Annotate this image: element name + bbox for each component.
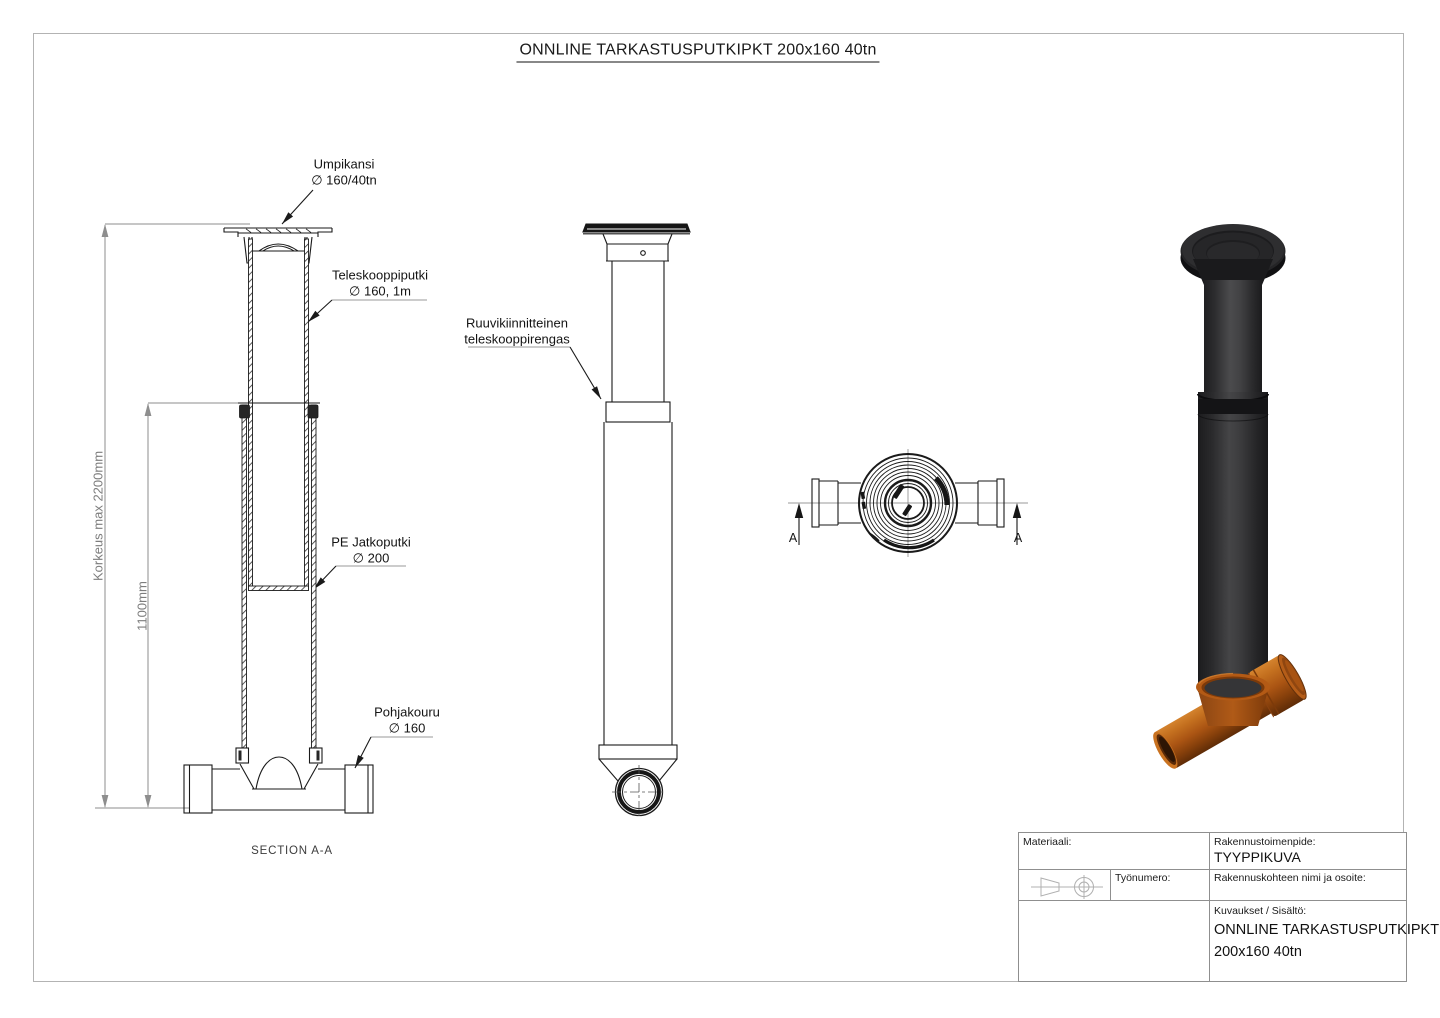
callout-pohjakouru-size: ∅ 160 — [388, 720, 426, 735]
kuvaukset-value-line1: ONNLINE TARKASTUSPUTKIPKT — [1214, 922, 1440, 938]
kuvaukset-label: Kuvaukset / Sisältö: — [1214, 905, 1307, 917]
callout-umpikansi: Umpikansi ∅ 160/40tn — [311, 157, 377, 188]
rakennustoimenpide-label: Rakennustoimenpide: — [1214, 836, 1316, 848]
rakennuskohde-label: Rakennuskohteen nimi ja osoite: — [1214, 872, 1366, 884]
callout-teleskooppiputki: Teleskooppiputki ∅ 160, 1m — [332, 268, 428, 299]
callout-umpikansi-name: Umpikansi — [313, 156, 375, 172]
callout-teleskooppirengas: Ruuvikiinnitteinen teleskooppirengas — [464, 316, 570, 347]
kuvaukset-value-line2: 200x160 40tn — [1214, 944, 1302, 960]
callout-pe-jatkoputki-size: ∅ 200 — [352, 550, 390, 565]
callout-teleskooppiputki-size: ∅ 160, 1m — [349, 283, 411, 298]
drawing-title: ONNLINE TARKASTUSPUTKIPKT 200x160 40tn — [516, 42, 880, 63]
drawing-border — [33, 33, 1404, 982]
callout-pe-jatkoputki-name: PE Jatkoputki — [331, 534, 411, 550]
callout-pohjakouru-name: Pohjakouru — [374, 704, 440, 720]
callout-teleskooppirengas-line1: Ruuvikiinnitteinen — [466, 315, 568, 331]
rakennustoimenpide-value: TYYPPIKUVA — [1214, 849, 1301, 865]
callout-teleskooppirengas-line2: teleskooppirengas — [464, 331, 570, 346]
materiaali-label: Materiaali: — [1023, 836, 1072, 848]
callout-pe-jatkoputki: PE Jatkoputki ∅ 200 — [331, 535, 411, 566]
callout-pohjakouru: Pohjakouru ∅ 160 — [374, 705, 440, 736]
title-block-divider — [1019, 869, 1406, 870]
callout-umpikansi-size: ∅ 160/40tn — [311, 172, 377, 187]
title-block: Materiaali: Rakennustoimenpide: TYYPPIKU… — [1018, 832, 1439, 982]
title-block-divider — [1209, 833, 1210, 981]
dimension-telescope-extension: 1100mm — [134, 581, 150, 631]
callout-teleskooppiputki-name: Teleskooppiputki — [331, 267, 429, 283]
dimension-max-height: Korkeus max 2200mm — [90, 450, 106, 582]
title-block-divider — [1110, 869, 1111, 900]
projection-symbol-icon — [1031, 875, 1103, 899]
cut-label-left: A — [788, 531, 798, 545]
cut-label-right: A — [1013, 531, 1023, 545]
section-caption: SECTION A-A — [251, 845, 333, 857]
tyonumero-label: Työnumero: — [1115, 872, 1171, 884]
title-block-divider — [1019, 900, 1406, 901]
